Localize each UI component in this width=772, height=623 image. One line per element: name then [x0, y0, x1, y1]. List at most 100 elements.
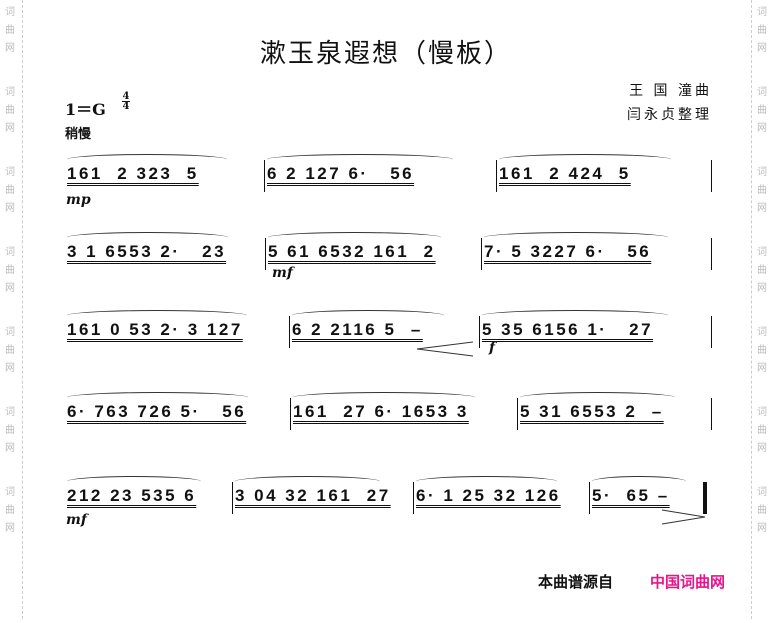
time-sig-top: 4	[122, 91, 130, 102]
watermark-char: 网	[5, 203, 15, 214]
barline	[711, 316, 712, 348]
slur	[67, 392, 248, 403]
barline	[711, 398, 712, 430]
barline	[589, 482, 590, 514]
measure: 5 61 6532 161 2	[266, 230, 482, 270]
watermark-char: 词	[5, 407, 15, 418]
watermark-char: 词	[5, 327, 15, 338]
measure-notes: 212 23 535 6	[67, 486, 197, 505]
barline	[290, 398, 291, 430]
watermark-char: 词	[757, 7, 767, 18]
measure-notes: 161 2 424 5	[499, 164, 631, 183]
watermark-char: 曲	[757, 25, 767, 36]
measure: 5 31 6553 2 –	[518, 390, 712, 430]
dynamic-f: f	[489, 340, 496, 356]
measure-notes: 6 2 127 6· 56	[267, 164, 415, 183]
watermark-char: 网	[757, 123, 767, 134]
slur	[293, 392, 475, 403]
watermark-char: 曲	[757, 265, 767, 276]
watermark-char: 曲	[5, 505, 15, 516]
watermark-left: 词曲网词曲网词曲网词曲网词曲网词曲网词曲网	[1, 0, 19, 623]
measure: 3 1 6553 2· 23	[65, 230, 266, 270]
barline	[232, 482, 233, 514]
measure-notes: 6 2 2116 5 –	[292, 320, 423, 339]
watermark-char: 词	[5, 247, 15, 258]
watermark-char: 网	[5, 43, 15, 54]
watermark-char: 词	[5, 87, 15, 98]
watermark-char: 词	[757, 247, 767, 258]
watermark-char: 网	[5, 283, 15, 294]
slur	[67, 232, 228, 243]
slur	[292, 310, 444, 321]
slur	[416, 476, 557, 487]
measure-notes: 161 2 323 5	[67, 164, 199, 183]
watermark-char: 曲	[5, 105, 15, 116]
crescendo-hairpin	[416, 341, 474, 357]
watermark-char: 词	[757, 167, 767, 178]
watermark-char: 网	[5, 523, 15, 534]
watermark-char: 曲	[757, 505, 767, 516]
barline	[265, 238, 266, 270]
measure-notes: 5 31 6553 2 –	[520, 402, 664, 421]
time-signature: 4 4	[122, 91, 130, 112]
decrescendo-hairpin	[661, 509, 706, 525]
barline	[711, 160, 712, 192]
watermark-char: 曲	[757, 105, 767, 116]
slur	[267, 154, 453, 165]
watermark-char: 网	[757, 43, 767, 54]
watermark-char: 网	[757, 523, 767, 534]
measure: 5· 65 –	[590, 474, 707, 514]
time-sig-bottom: 4	[122, 101, 130, 112]
watermark-char: 词	[757, 87, 767, 98]
measure-notes: 161 0 53 2· 3 127	[67, 320, 243, 339]
measure: 161 0 53 2· 3 127	[65, 308, 290, 348]
composer-credit: 王 国 潼曲	[629, 83, 712, 99]
slur	[67, 476, 202, 487]
measure: 7· 5 3227 6· 56	[482, 230, 712, 270]
watermark-char: 词	[757, 327, 767, 338]
measure-notes: 5 61 6532 161 2	[268, 242, 436, 261]
tempo-marking: 稍慢	[65, 127, 92, 142]
watermark-char: 词	[5, 167, 15, 178]
slur	[268, 232, 441, 243]
song-title: 漱玉泉遐想（慢板）	[259, 39, 512, 69]
watermark-char: 曲	[5, 185, 15, 196]
barline	[413, 482, 414, 514]
watermark-char: 网	[5, 363, 15, 374]
measure: 6· 763 726 5· 56	[65, 390, 291, 430]
slur	[520, 392, 676, 403]
source-label: 本曲谱源自	[538, 573, 614, 591]
measure-notes: 6· 763 726 5· 56	[67, 402, 247, 421]
right-margin-line	[751, 0, 752, 619]
measure-notes: 6· 1 25 32 126	[416, 486, 561, 505]
watermark-right: 词曲网词曲网词曲网词曲网词曲网词曲网词曲网	[753, 0, 771, 623]
measure-notes: 7· 5 3227 6· 56	[484, 242, 652, 261]
barline	[479, 316, 480, 348]
site-name-link[interactable]: 中国词曲网	[650, 573, 726, 591]
score-line: 161 2 323 5 6 2 127 6· 56 161 2 424 5	[65, 152, 712, 192]
watermark-char: 词	[757, 407, 767, 418]
watermark-char: 网	[5, 123, 15, 134]
watermark-char: 曲	[757, 345, 767, 356]
score-line: 3 1 6553 2· 23 5 61 6532 161 2 7· 5 3227 6…	[65, 230, 712, 270]
measure: 161 27 6· 1653 3	[291, 390, 518, 430]
measure-notes: 3 1 6553 2· 23	[67, 242, 227, 261]
final-barline	[699, 482, 707, 514]
measure-notes: 161 27 6· 1653 3	[293, 402, 469, 421]
measure: 6 2 2116 5 –	[290, 308, 480, 348]
watermark-char: 网	[757, 283, 767, 294]
watermark-char: 曲	[5, 345, 15, 356]
watermark-char: 网	[757, 203, 767, 214]
barline	[481, 238, 482, 270]
dynamic-mf-2: mf	[66, 512, 87, 528]
slur	[67, 154, 227, 165]
watermark-char: 曲	[757, 425, 767, 436]
watermark-char: 网	[5, 443, 15, 454]
measure: 6· 1 25 32 126	[414, 474, 590, 514]
measure: 6 2 127 6· 56	[265, 152, 497, 192]
measure: 161 2 424 5	[497, 152, 712, 192]
barline	[496, 160, 497, 192]
watermark-char: 曲	[757, 185, 767, 196]
